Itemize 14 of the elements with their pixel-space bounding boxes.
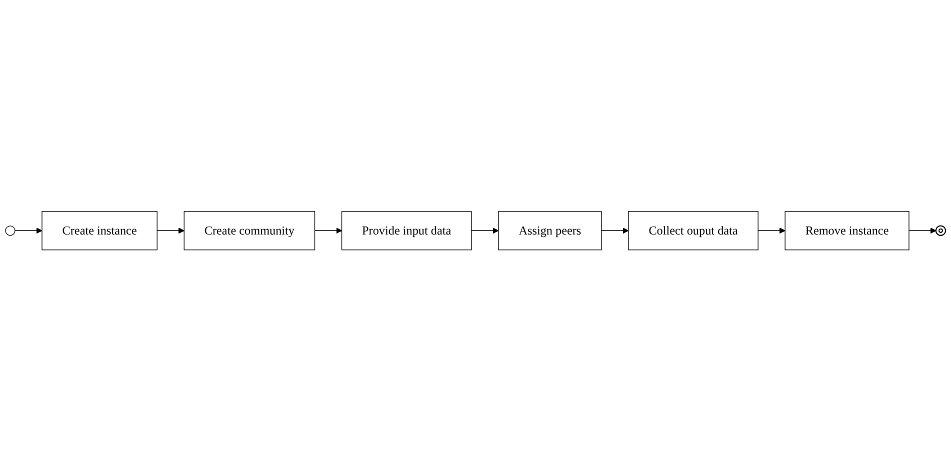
node-box: Create instance — [42, 210, 158, 250]
node-box: Collect ouput data — [628, 210, 758, 250]
node-box: Assign peers — [498, 210, 602, 250]
node-box: Provide input data — [341, 210, 472, 250]
arrow — [908, 228, 936, 234]
arrow — [601, 228, 629, 234]
node-circle — [5, 225, 16, 236]
arrow — [471, 228, 499, 234]
arrow — [156, 228, 184, 234]
arrow — [314, 228, 342, 234]
arrow — [758, 228, 786, 234]
arrow — [14, 228, 42, 234]
node-box: Remove instance — [784, 210, 910, 250]
node-box: Create community — [184, 210, 316, 250]
